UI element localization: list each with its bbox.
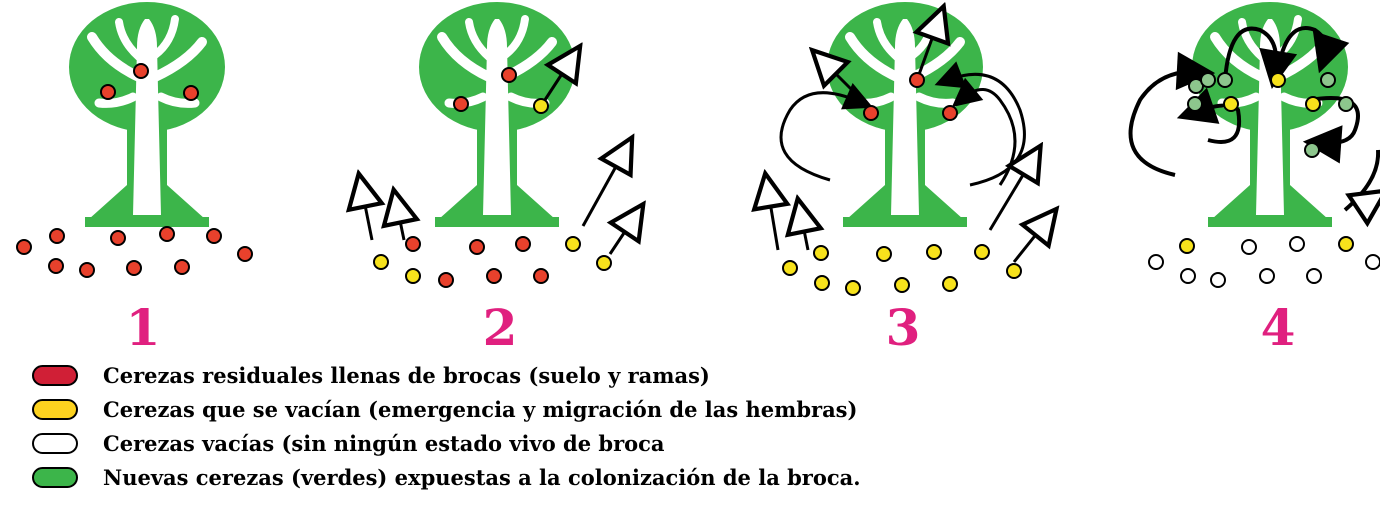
legend-row-white: Cerezas vacías (sin ningún estado vivo d… <box>32 428 861 458</box>
stage-number-1: 1 <box>126 298 161 357</box>
legend-swatch-white <box>32 432 78 454</box>
stage-2-arrows <box>362 60 634 255</box>
tree-icon <box>419 2 575 227</box>
legend-swatch-green <box>32 466 78 488</box>
stage-1-scene: 1 <box>16 2 253 357</box>
stage-3-scene: 3 <box>768 2 1046 357</box>
stage-4-scene: 4 <box>1128 2 1380 357</box>
legend-label-white: Cerezas vacías (sin ningún estado vivo d… <box>103 430 665 456</box>
legend-row-green: Nuevas cerezas (verdes) expuestas a la c… <box>32 462 861 492</box>
stage-4-arrows <box>1128 26 1380 210</box>
stage-number-4: 4 <box>1261 298 1296 357</box>
stage-4-cherries <box>1148 72 1380 288</box>
stage-2-scene: 2 <box>362 2 634 357</box>
legend-label-green: Nuevas cerezas (verdes) expuestas a la c… <box>103 464 861 490</box>
legend-row-red: Cerezas residuales llenas de brocas (sue… <box>32 360 861 390</box>
legend-swatch-red <box>32 364 78 386</box>
stage-3-cherries <box>782 72 1022 296</box>
stage-3-arrows <box>768 22 1046 263</box>
stage-2-cherries <box>373 67 612 288</box>
stage-number-3: 3 <box>886 298 921 357</box>
stage-1-cherries <box>16 63 253 278</box>
legend-row-yellow: Cerezas que se vacían (emergencia y migr… <box>32 394 861 424</box>
tree-icon <box>827 2 983 227</box>
legend-swatch-yellow <box>32 398 78 420</box>
legend-label-red: Cerezas residuales llenas de brocas (sue… <box>103 362 710 388</box>
legend: Cerezas residuales llenas de brocas (sue… <box>32 360 861 496</box>
stage-number-2: 2 <box>483 298 518 357</box>
legend-label-yellow: Cerezas que se vacían (emergencia y migr… <box>103 396 858 422</box>
tree-icon <box>69 2 225 227</box>
